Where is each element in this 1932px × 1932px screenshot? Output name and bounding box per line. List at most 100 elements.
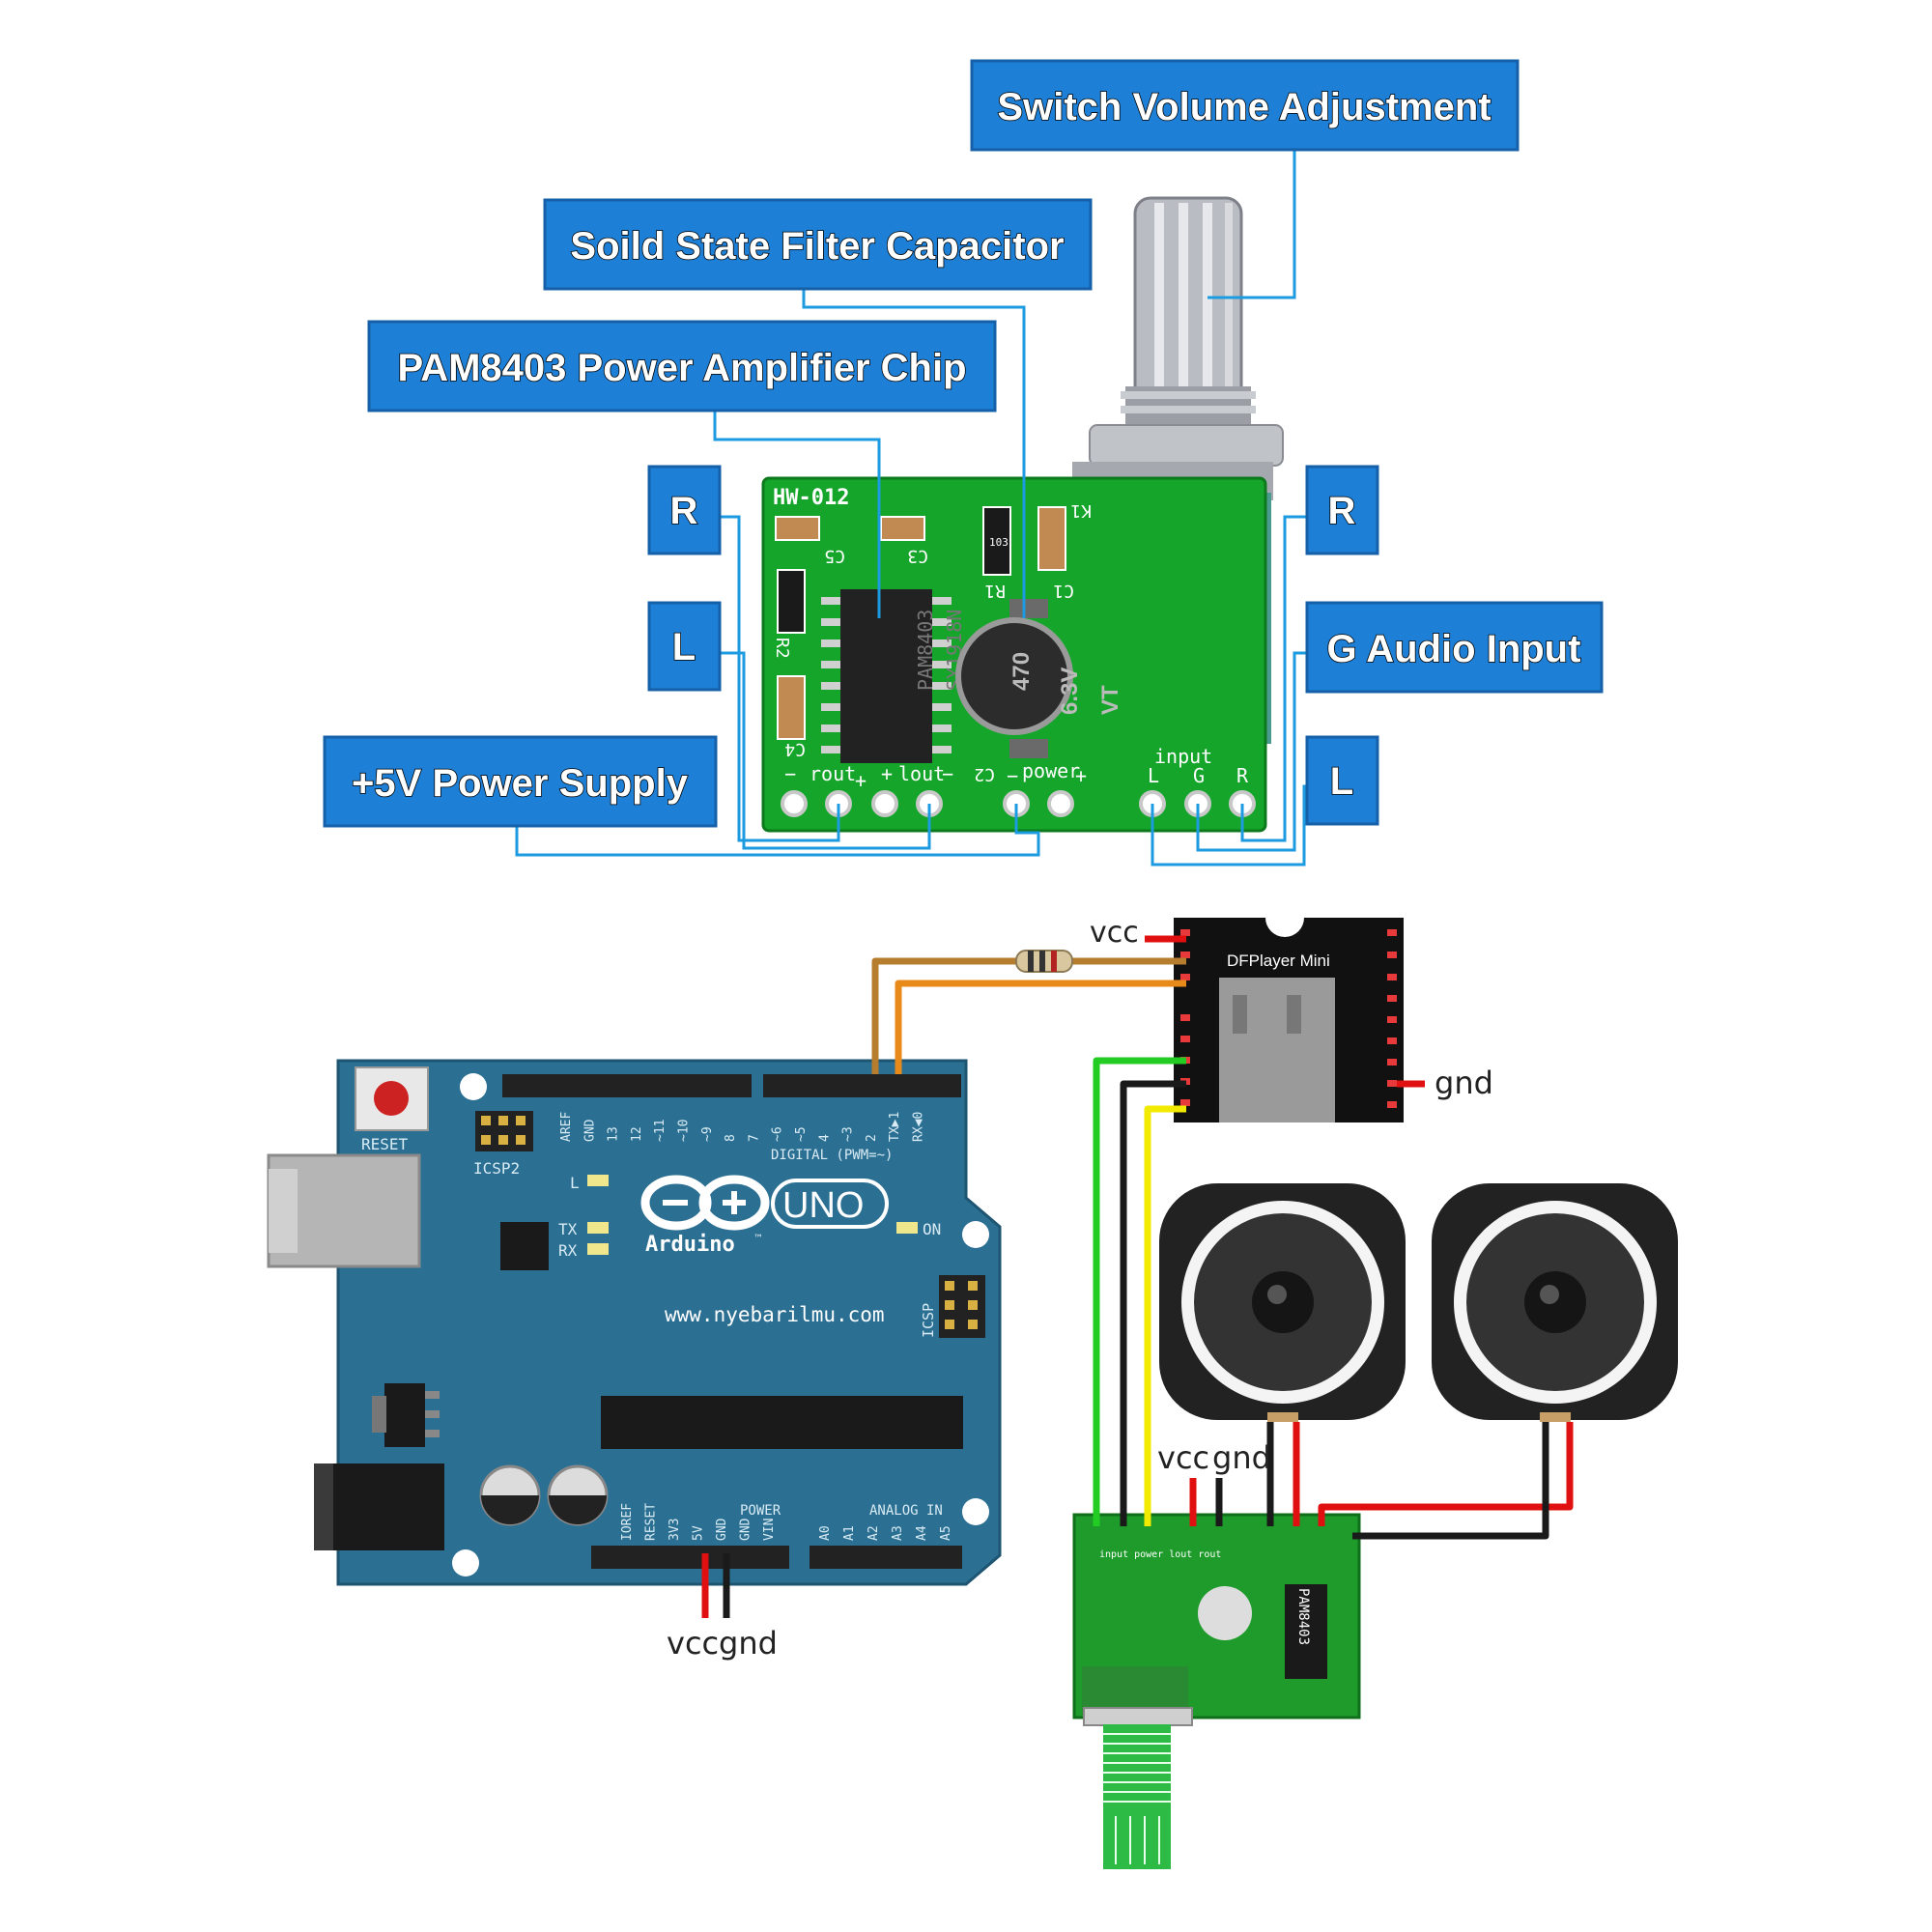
c1-label: C1 xyxy=(1053,581,1074,601)
callout-audio-input: G Audio Input xyxy=(1305,601,1604,694)
pin-label: ~5 xyxy=(794,1126,809,1142)
callout-volume: Switch Volume Adjustment xyxy=(970,59,1520,152)
resistor-code: 103 xyxy=(989,536,1009,549)
callout-chip: PAM8403 Power Amplifier Chip xyxy=(367,320,997,412)
icsp-label: ICSP xyxy=(920,1303,937,1338)
arduino-name: Arduino xyxy=(645,1233,735,1257)
r2-label: R2 xyxy=(772,638,792,659)
board-id-label: HW-012 xyxy=(773,486,849,510)
on-label: ON xyxy=(923,1220,941,1238)
silk-input: input xyxy=(1154,745,1212,768)
pin-label: GND xyxy=(739,1518,753,1541)
c4-label: C4 xyxy=(784,739,806,759)
pin-label: RX◀0 xyxy=(912,1112,926,1142)
digital-label: DIGITAL (PWM=~) xyxy=(771,1148,893,1163)
pin-label: GND xyxy=(715,1518,729,1541)
arduino-tm: ™ xyxy=(753,1234,763,1244)
led-l-label: L xyxy=(570,1174,580,1192)
resistor xyxy=(1015,950,1073,973)
label-vcc-top: vcc xyxy=(1090,916,1139,950)
pin-label: A0 xyxy=(818,1525,833,1541)
silk-lout: lout xyxy=(898,762,945,785)
k1-label: K1 xyxy=(1070,500,1092,521)
callout-right-l: L xyxy=(1305,735,1379,826)
callout-left-r: R xyxy=(647,465,722,555)
small-board-chip xyxy=(1285,1584,1327,1679)
icsp2-label: ICSP2 xyxy=(473,1159,520,1178)
callout-left-r-text: R xyxy=(670,490,698,532)
pin-label: IOREF xyxy=(620,1503,635,1541)
callout-capacitor-text: Soild State Filter Capacitor xyxy=(570,225,1064,268)
dfplayer-mini: DFPlayer Mini xyxy=(1174,918,1404,1122)
pin-label: 7 xyxy=(747,1134,761,1142)
callout-power: +5V Power Supply xyxy=(323,735,718,828)
silk-in-l: L xyxy=(1148,764,1159,787)
cap-marking-1: 470 xyxy=(1009,652,1035,691)
c3-label: C3 xyxy=(907,546,928,566)
pin-label: TX▶1 xyxy=(888,1112,902,1142)
dfplayer-title: DFPlayer Mini xyxy=(1227,952,1330,970)
pin-label: A5 xyxy=(939,1525,953,1541)
pin-label: GND xyxy=(582,1119,597,1142)
reset-label: RESET xyxy=(361,1135,409,1153)
board-url: www.nyebarilmu.com xyxy=(665,1303,885,1326)
callout-right-l-text: L xyxy=(1330,760,1353,803)
callout-capacitor: Soild State Filter Capacitor xyxy=(543,198,1093,291)
r1-label: R1 xyxy=(984,581,1006,601)
pin-label: 5V xyxy=(692,1525,706,1541)
label-gnd-mid: gnd xyxy=(1212,1439,1271,1476)
wire-red-right-spk xyxy=(1318,1422,1574,1526)
pin-label: A1 xyxy=(842,1525,857,1541)
pin-label: 8 xyxy=(724,1134,738,1142)
silk-minus-3: − xyxy=(1007,764,1018,787)
chip-marking-1: PAM8403 xyxy=(914,610,937,691)
small-board-chip-text: PAM8403 xyxy=(1295,1588,1311,1645)
silk-plus-1: + xyxy=(855,769,867,792)
wire-orange-tx xyxy=(895,980,1186,1074)
label-vcc-mid: vcc xyxy=(1157,1439,1209,1476)
silk-plus-3: + xyxy=(1075,764,1087,787)
wire-green-spk1 xyxy=(1093,1057,1186,1526)
cap-marking-2: 6.3V xyxy=(1057,668,1083,715)
pin-label: RESET xyxy=(644,1503,659,1541)
pin-label: ~11 xyxy=(653,1120,668,1142)
silk-minus-1: − xyxy=(784,762,796,785)
silk-minus-2: − xyxy=(942,762,953,785)
callout-power-text: +5V Power Supply xyxy=(352,762,689,805)
smd-components xyxy=(775,506,1066,740)
callout-chip-text: PAM8403 Power Amplifier Chip xyxy=(397,347,966,389)
speaker-right xyxy=(1432,1183,1678,1422)
c5-label: C5 xyxy=(824,546,845,566)
callout-right-r: R xyxy=(1305,465,1379,555)
speaker-left xyxy=(1159,1183,1406,1422)
callout-leaders xyxy=(515,150,1312,867)
filter-capacitor: 470 6.3V VT xyxy=(955,599,1123,758)
pin-label: VIN xyxy=(762,1519,777,1541)
power-section-label: POWER xyxy=(740,1503,781,1519)
small-board-pins: input power lout rout xyxy=(1099,1549,1221,1560)
pin-label: A2 xyxy=(867,1525,881,1541)
led-rx-label: RX xyxy=(558,1241,578,1260)
pin-label: ~9 xyxy=(700,1126,715,1142)
power-header xyxy=(591,1546,789,1569)
usb-chip xyxy=(500,1222,549,1270)
pin-label: 12 xyxy=(630,1126,644,1142)
pin-label: ~10 xyxy=(677,1120,692,1142)
wire-black-gnd-df xyxy=(1120,1080,1186,1526)
pin-label: ~3 xyxy=(841,1126,856,1142)
silk-power: power xyxy=(1022,759,1080,782)
small-board-pot xyxy=(1083,1707,1193,1726)
analog-section-label: ANALOG IN xyxy=(869,1503,943,1519)
silk-rout: rout xyxy=(810,762,856,785)
wire-black-right-spk xyxy=(1352,1422,1549,1540)
wires xyxy=(701,935,1574,1618)
digital-header-2 xyxy=(763,1074,961,1097)
silk-in-r: R xyxy=(1236,764,1249,787)
wire-yellow-spk2 xyxy=(1144,1105,1186,1526)
analog-header xyxy=(810,1546,962,1569)
callout-left-l-text: L xyxy=(672,626,696,668)
